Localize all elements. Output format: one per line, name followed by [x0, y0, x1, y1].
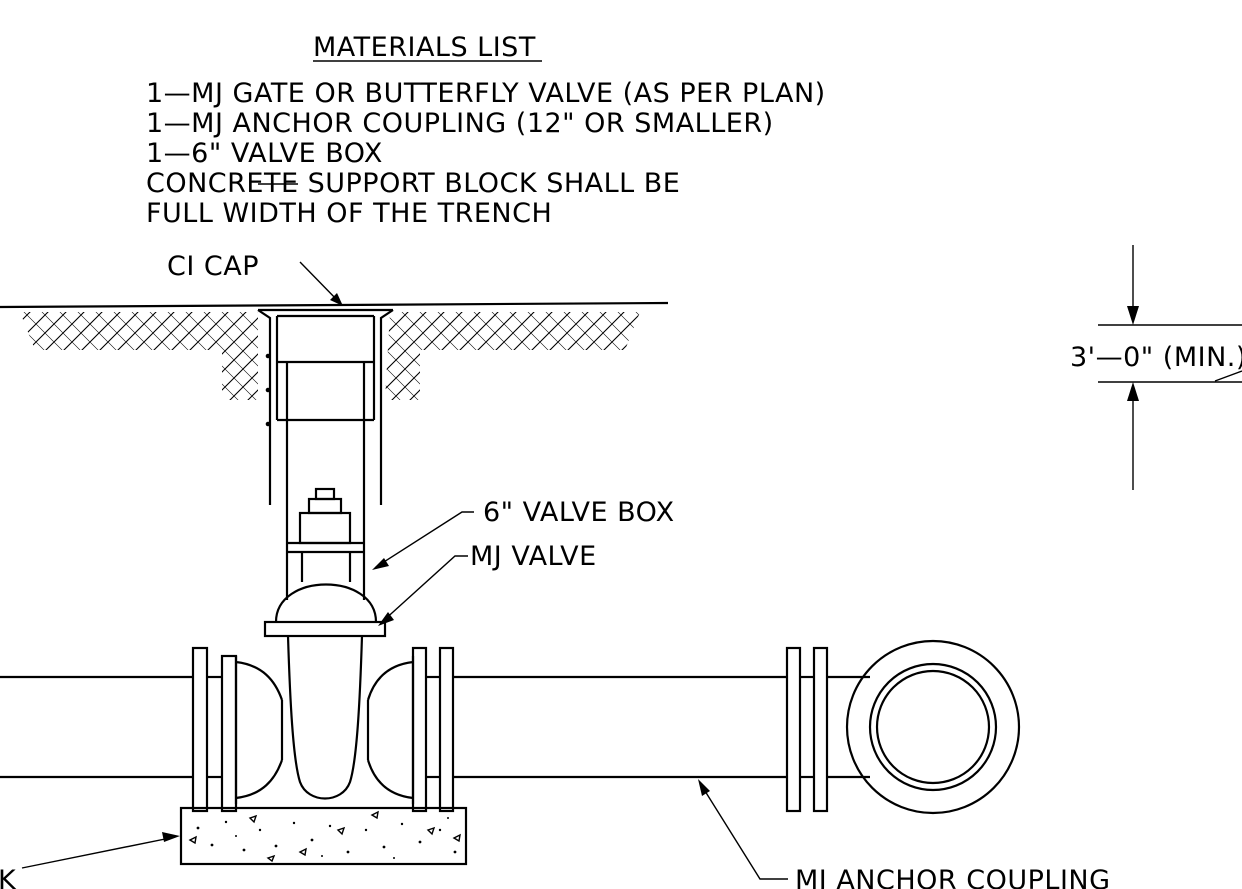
anchor-coupling	[785, 639, 1021, 815]
soil-hatch	[20, 312, 640, 400]
leader-anchor-coupling	[699, 782, 788, 880]
pipe-left	[0, 646, 238, 813]
label-mj-valve: MJ VALVE	[470, 541, 597, 572]
materials-item-5: FULL WIDTH OF THE TRENCH	[146, 198, 552, 229]
valve-box	[257, 308, 394, 600]
leader-ci-cap	[299, 261, 341, 304]
leader-concrete-block	[21, 836, 176, 869]
label-valve-box: 6" VALVE BOX	[483, 497, 675, 528]
dimension-label: 3'—0" (MIN.)	[1070, 342, 1242, 373]
label-cut-left: K	[0, 865, 17, 889]
materials-item-3: 1—6" VALVE BOX	[146, 138, 383, 169]
label-ci-cap: CI CAP	[167, 251, 259, 282]
materials-title: MATERIALS LIST	[313, 32, 536, 63]
label-anchor-coupling: MJ ANCHOR COUPLING	[795, 865, 1111, 889]
pipe-right	[411, 646, 787, 813]
materials-item-1: 1—MJ GATE OR BUTTERFLY VALVE (AS PER PLA…	[146, 78, 826, 109]
leader-mj-valve	[381, 555, 468, 623]
materials-item-4: CONCRETE SUPPORT BLOCK SHALL BE	[146, 168, 680, 199]
leader-valve-box	[375, 511, 474, 568]
valve-operator	[287, 487, 364, 582]
materials-item-2: 1—MJ ANCHOR COUPLING (12" OR SMALLER)	[146, 108, 774, 139]
ground-line	[0, 301, 669, 309]
concrete-block	[179, 806, 468, 866]
depth-dimension	[1098, 245, 1242, 490]
